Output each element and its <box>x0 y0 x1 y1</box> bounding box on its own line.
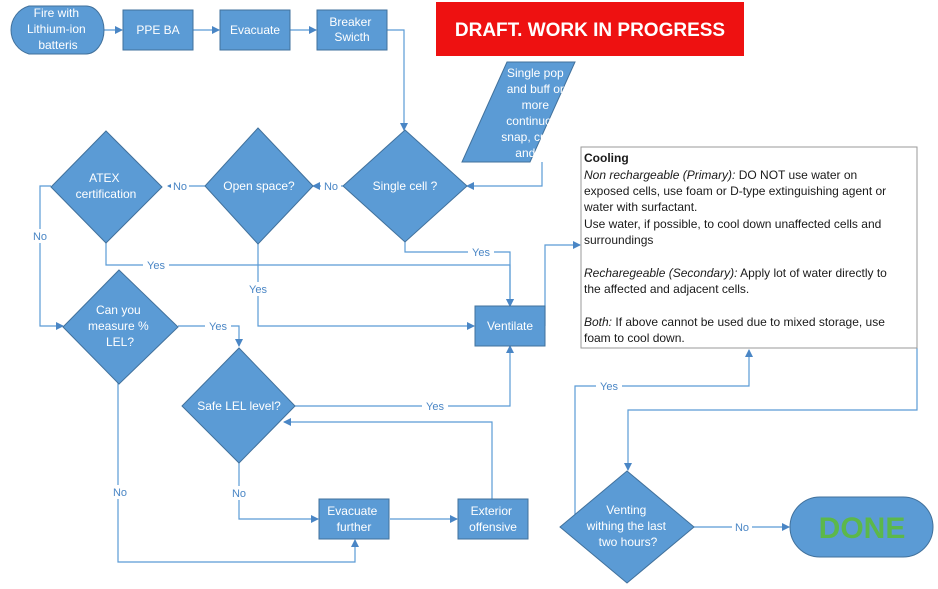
node-safe-lel: Safe LEL level? <box>181 347 296 464</box>
svg-text:DONE: DONE <box>819 512 906 545</box>
edge-atex-measure <box>39 185 64 330</box>
edge-openspace-ventilate <box>257 244 475 330</box>
svg-text:exposed cells, use foam or D-t: exposed cells, use foam or D-type exting… <box>584 184 886 198</box>
node-single-cell: Single cell ? <box>342 129 468 243</box>
node-evacuate: Evacuate <box>219 9 291 51</box>
svg-text:the affected and adjacent cell: the affected and adjacent cells. <box>584 282 749 296</box>
node-atex: ATEX certification <box>50 130 163 244</box>
draft-banner: DRAFT. WORK IN PROGRESS <box>436 2 744 56</box>
node-exterior-offensive: Exterior offensive <box>457 498 529 540</box>
edge-measure-evacfurther <box>117 383 359 563</box>
svg-text:Venting withing the last: Venting withing the last two hours? <box>586 503 670 549</box>
edge-atex-ventilate <box>105 243 514 307</box>
svg-text:Ventilate: Ventilate <box>487 319 533 333</box>
svg-text:Recharegeable (Secondary): Ap: Recharegeable (Secondary): Apply lot of … <box>584 266 887 280</box>
svg-text:Evacuate: Evacuate <box>230 23 280 37</box>
label-openspace-yes: Yes <box>249 284 267 296</box>
label-atex-yes: Yes <box>147 260 165 272</box>
label-measure-yes: Yes <box>209 321 227 333</box>
svg-text:Single cell ?: Single cell ? <box>373 179 438 193</box>
svg-text:Single pop and buff or: Single pop and buff or more continuous s… <box>501 66 572 160</box>
edge-labels: No No No Yes Yes Yes Yes No Yes No Yes N… <box>30 179 752 534</box>
svg-text:DRAFT. WORK IN PROGRESS: DRAFT. WORK IN PROGRESS <box>455 20 725 41</box>
svg-text:Breaker Swicth: Breaker Swicth <box>329 15 374 44</box>
edge-exterior-safelel <box>283 418 493 499</box>
connectors <box>39 26 918 563</box>
svg-text:Exterior offensive: Exterior offensive <box>469 504 517 534</box>
svg-text:PPE BA: PPE BA <box>136 23 179 37</box>
edge-ventilate-cooling <box>544 241 581 326</box>
node-ppe-ba: PPE BA <box>122 9 194 51</box>
cooling-box: Cooling Non rechargeable (Primary): DO N… <box>580 146 918 349</box>
edge-singlecell-ventilate <box>404 242 514 307</box>
svg-text:Non rechargeable (Primary): DO: Non rechargeable (Primary): DO NOT use w… <box>584 168 857 182</box>
edge-singlepop-singlecell <box>466 162 543 190</box>
node-open-space: Open space? <box>204 127 314 245</box>
svg-text:ATEX certification: ATEX certification <box>76 171 137 201</box>
svg-text:Use water, if possible, to coo: Use water, if possible, to cool down una… <box>584 217 881 231</box>
edge-cooling-venting <box>624 348 918 471</box>
node-fire: Fire with Lithium-ion batteris <box>10 5 105 55</box>
svg-text:Evacuate further: Evacuate further <box>327 504 380 534</box>
label-safelel-yes: Yes <box>426 401 444 413</box>
label-openspace-no: No <box>173 181 187 193</box>
svg-text:surroundings: surroundings <box>584 233 653 247</box>
label-singlecell-no: No <box>324 181 338 193</box>
node-done: DONE <box>789 496 934 558</box>
edge-safelel-evacfurther <box>238 463 319 523</box>
node-breaker-switch: Breaker Swicth <box>316 9 388 51</box>
edge-measure-safelel <box>178 325 243 347</box>
node-measure-lel: Can you measure % LEL? <box>62 269 179 385</box>
node-evacuate-further: Evacuate further <box>318 498 390 540</box>
svg-text:Fire with Lithium-ion: Fire with Lithium-ion batteris <box>27 6 89 52</box>
svg-text:Can you measure %: Can you measure % LEL? <box>88 303 152 349</box>
node-ventilate: Ventilate <box>474 305 546 347</box>
svg-text:Cooling: Cooling <box>584 151 629 165</box>
label-singlecell-yes: Yes <box>472 247 490 259</box>
label-atex-no: No <box>33 231 47 243</box>
edge-breaker-singlecell <box>387 29 408 131</box>
svg-text:foam to cool down.: foam to cool down. <box>584 331 685 345</box>
node-venting: Venting withing the last two hours? <box>559 470 695 584</box>
svg-text:Safe LEL level?: Safe LEL level? <box>197 399 281 413</box>
label-safelel-no: No <box>232 488 246 500</box>
svg-text:Open space?: Open space? <box>223 179 295 193</box>
edge-safelel-ventilate <box>295 345 514 407</box>
svg-text:Both: If above cannot be used: Both: If above cannot be used due to mix… <box>584 315 885 329</box>
label-venting-yes: Yes <box>600 381 618 393</box>
svg-text:water with surfactant.: water with surfactant. <box>583 200 697 214</box>
node-single-pop: Single pop and buff or more continuous s… <box>461 61 576 163</box>
label-measure-no: No <box>113 487 127 499</box>
label-venting-no: No <box>735 522 749 534</box>
